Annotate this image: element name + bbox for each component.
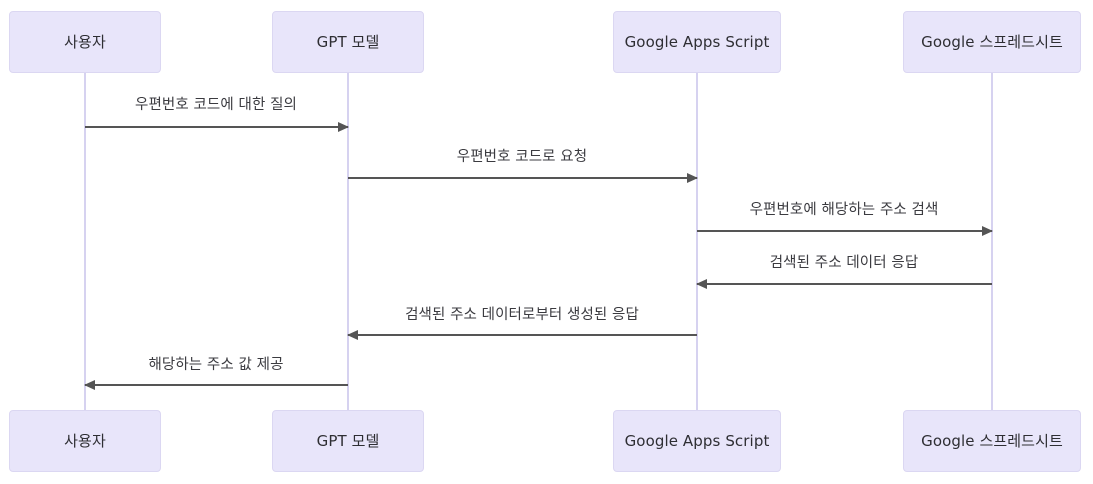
message-label-3: 우편번호에 해당하는 주소 검색: [749, 202, 939, 218]
message-line-2: [348, 177, 697, 179]
arrowhead-right-icon: [687, 173, 698, 183]
participant-box-top-gpt[interactable]: GPT 모델: [272, 11, 424, 73]
lifeline-spreadsheet: [991, 73, 993, 410]
arrowhead-left-icon: [84, 380, 95, 390]
message-label-4: 검색된 주소 데이터 응답: [769, 255, 919, 271]
participant-box-top-user[interactable]: 사용자: [9, 11, 161, 73]
participant-label-spreadsheet: Google 스프레드시트: [921, 32, 1063, 51]
participant-label-apps_script: Google Apps Script: [624, 32, 770, 51]
participant-box-bottom-user[interactable]: 사용자: [9, 410, 161, 472]
message-label-1: 우편번호 코드에 대한 질의: [135, 97, 297, 113]
message-arrow-6: [84, 380, 348, 390]
message-label-2: 우편번호 코드로 요청: [456, 149, 588, 165]
message-line-3: [697, 230, 992, 232]
participant-label-gpt: GPT 모델: [316, 32, 380, 51]
participant-label-gpt: GPT 모델: [316, 431, 380, 450]
participant-box-bottom-apps_script[interactable]: Google Apps Script: [613, 410, 781, 472]
participant-box-bottom-spreadsheet[interactable]: Google 스프레드시트: [903, 410, 1081, 472]
participant-box-top-spreadsheet[interactable]: Google 스프레드시트: [903, 11, 1081, 73]
message-line-5: [348, 334, 697, 336]
message-line-4: [697, 283, 992, 285]
arrowhead-left-icon: [696, 279, 707, 289]
message-arrow-4: [696, 279, 992, 289]
lifeline-apps_script: [696, 73, 698, 410]
participant-label-user: 사용자: [64, 431, 106, 450]
lifeline-gpt: [347, 73, 349, 410]
participant-box-top-apps_script[interactable]: Google Apps Script: [613, 11, 781, 73]
message-label-5: 검색된 주소 데이터로부터 생성된 응답: [405, 307, 639, 323]
participant-label-user: 사용자: [64, 32, 106, 51]
message-label-6: 해당하는 주소 값 제공: [148, 357, 284, 373]
participant-label-spreadsheet: Google 스프레드시트: [921, 431, 1063, 450]
arrowhead-right-icon: [982, 226, 993, 236]
message-arrow-5: [347, 330, 697, 340]
message-arrow-3: [697, 226, 993, 236]
message-line-1: [85, 126, 348, 128]
participant-label-apps_script: Google Apps Script: [624, 431, 770, 450]
message-arrow-2: [348, 173, 698, 183]
lifeline-user: [84, 73, 86, 410]
message-arrow-1: [85, 122, 349, 132]
arrowhead-left-icon: [347, 330, 358, 340]
arrowhead-right-icon: [338, 122, 349, 132]
participant-box-bottom-gpt[interactable]: GPT 모델: [272, 410, 424, 472]
message-line-6: [85, 384, 348, 386]
